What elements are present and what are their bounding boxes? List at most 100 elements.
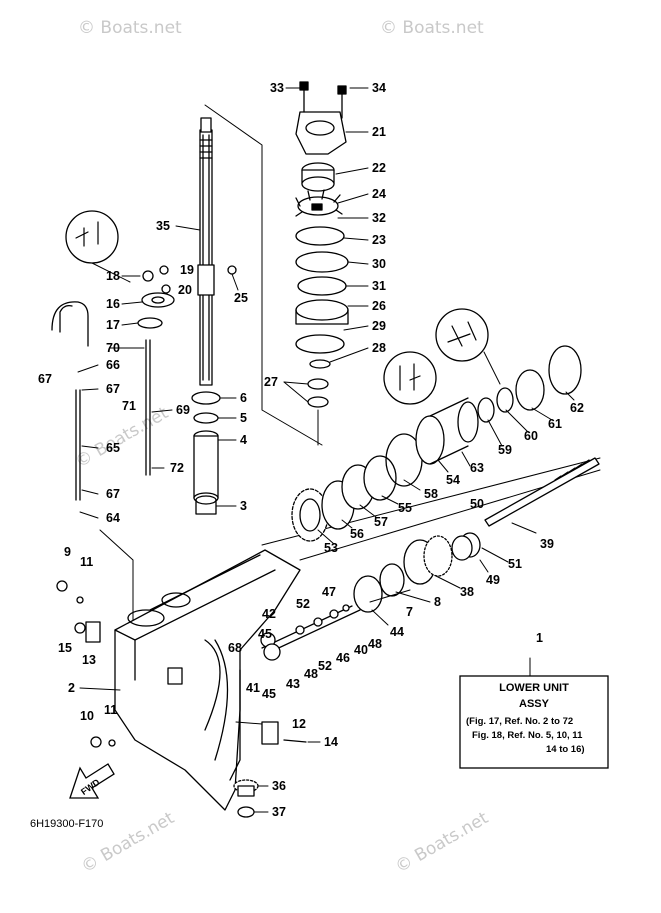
shift-rod-65 [75,389,81,501]
callout-12: 12 [292,717,306,731]
callout-37: 37 [272,805,286,819]
nut-37 [237,806,255,818]
shim-7 [353,575,383,613]
sleeve-4 [193,430,219,504]
bolt-9 [56,580,68,592]
pinion-36 [233,779,259,797]
impeller-insert [301,162,335,192]
callout-17: 17 [106,318,120,332]
frame-line-shaft [204,104,323,446]
callout-66: 66 [106,358,120,372]
gasket-29 [295,334,345,354]
lower-casing [114,549,301,811]
callout-59: 59 [498,443,512,457]
ring-nut-62 [548,345,582,395]
pump-gasket-23 [295,226,345,246]
bolt-10 [90,736,102,748]
callout-10: 10 [80,709,94,723]
callout-70: 70 [106,341,120,355]
info-box-line-3: 14 to 16) [546,744,585,755]
callout-49: 49 [486,573,500,587]
callout-11a: 11 [80,555,93,569]
callout-3: 3 [240,499,247,513]
callout-52a: 52 [318,659,332,673]
callout-40: 40 [354,643,368,657]
propeller-shaft-39 [484,457,600,527]
bolt-18 [142,270,154,282]
callout-22: 22 [372,161,386,175]
leader-lines [77,87,575,813]
callout-38: 38 [460,585,474,599]
outer-plate-30 [295,251,349,273]
callout-72: 72 [170,461,184,475]
callout-69: 69 [176,403,190,417]
info-box-subtitle: ASSY [519,698,549,710]
callout-53: 53 [324,541,338,555]
callout-21: 21 [372,125,386,139]
callout-4: 4 [240,433,247,447]
callout-31: 31 [372,279,386,293]
bolt-15 [74,622,86,634]
callout-20: 20 [178,283,192,297]
callout-71: 71 [122,399,136,413]
callout-5: 5 [240,411,247,425]
retainer-16 [141,292,175,308]
callout-24: 24 [372,187,386,201]
callout-7: 7 [406,605,413,619]
washer-20 [161,284,171,294]
callout-63: 63 [470,461,484,475]
bearing-3 [195,495,217,515]
seal-60 [496,387,514,413]
spacer-61 [515,369,545,411]
callout-28: 28 [372,341,386,355]
info-box-frame [459,675,609,769]
callout-61: 61 [548,417,562,431]
callout-23: 23 [372,233,386,247]
tube-67-top [51,301,89,347]
callout-8: 8 [434,595,441,609]
bearing-6 [191,391,221,405]
callout-58: 58 [424,487,438,501]
callout-14: 14 [324,735,338,749]
callout-16: 16 [106,297,120,311]
callout-46: 46 [336,651,350,665]
pump-base-26 [295,299,349,325]
callout-48a: 48 [304,667,318,681]
callout-26: 26 [372,299,386,313]
callout-36: 36 [272,779,286,793]
callout-68: 68 [228,641,242,655]
anode-12 [261,721,279,745]
forward-gear-38 [403,535,453,585]
callout-62: 62 [570,401,584,415]
callout-39: 39 [540,537,554,551]
callout-56: 56 [350,527,364,541]
callout-44: 44 [390,625,404,639]
drive-shaft [197,117,215,386]
info-box-line-2: Fig. 18, Ref. No. 5, 10, 11 [472,730,583,741]
callout-2: 2 [68,681,75,695]
callout-51: 51 [508,557,522,571]
seal-27 [307,378,329,408]
callout-33: 33 [270,81,284,95]
water-pump-housing [295,81,347,155]
fwd-arrow-icon [69,763,115,799]
bearing-8 [379,563,405,597]
callout-67b: 67 [106,382,120,396]
oring-28 [309,359,331,369]
callout-55: 55 [398,501,412,515]
impeller [295,189,343,217]
grommet-25 [227,265,237,275]
callout-6: 6 [240,391,247,405]
callout-34: 34 [372,81,386,95]
callout-18: 18 [106,269,120,283]
clutch-dog-51 [451,532,481,561]
callout-labels: 33 34 21 22 24 32 23 30 31 26 29 28 27 3… [38,81,584,819]
callout-57: 57 [374,515,388,529]
callout-1: 1 [536,631,543,645]
callout-60: 60 [524,429,538,443]
bolt-14 [283,739,307,743]
callout-47: 47 [322,585,336,599]
anode-13 [85,621,101,643]
washer-11a [76,596,84,604]
